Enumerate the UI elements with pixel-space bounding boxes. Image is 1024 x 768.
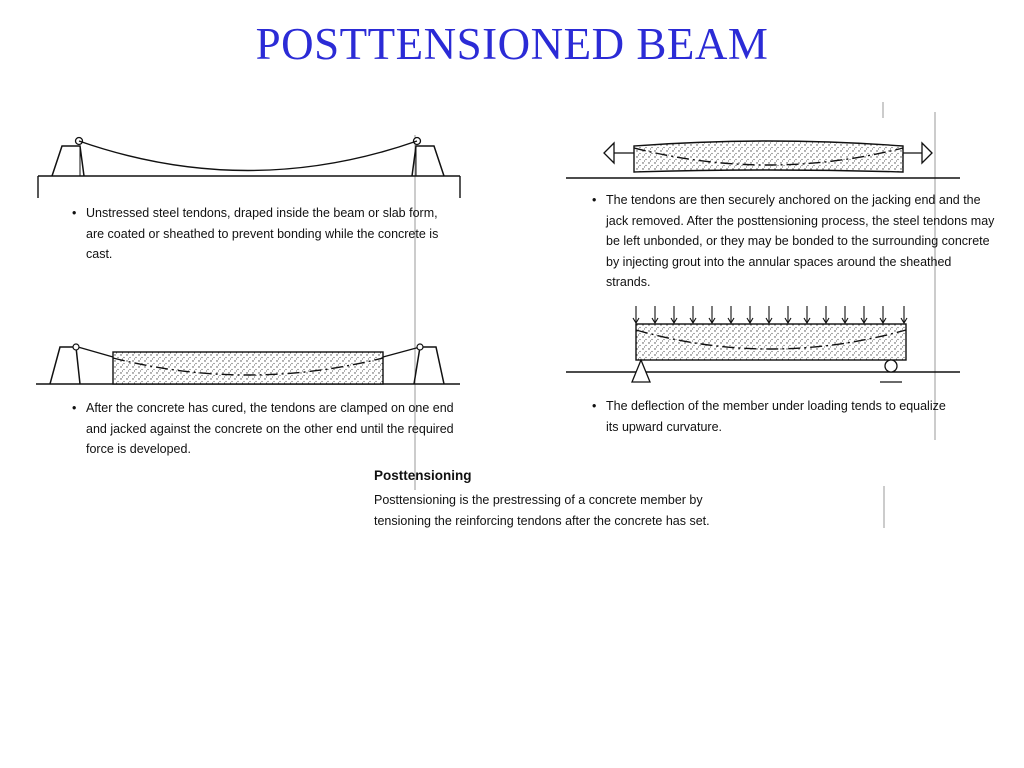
definition-body: Posttensioning is the prestressing of a … [374,493,710,528]
bullet-icon: • [592,193,597,207]
step-3-text: The tendons are then securely anchored o… [606,193,995,289]
diagram-loaded-beam [566,306,960,383]
definition-heading: Posttensioning [374,468,472,483]
step-2-text: After the concrete has cured, the tendon… [86,401,454,456]
step-1-text: Unstressed steel tendons, draped inside … [86,206,439,261]
diagram-anchored-beam [566,140,960,179]
step-1-caption: • Unstressed steel tendons, draped insid… [72,203,451,265]
bullet-icon: • [72,401,77,415]
step-3-caption: • The tendons are then securely anchored… [592,190,996,293]
step-4-caption: • The deflection of the member under loa… [592,396,961,437]
bullet-icon: • [592,399,597,413]
page-title: POSTTENSIONED BEAM [255,19,769,69]
diagram-draped-tendon [37,136,461,198]
step-2-caption: • After the concrete has cured, the tend… [72,398,471,460]
bullet-icon: • [72,206,77,220]
step-4-text: The deflection of the member under loadi… [606,399,946,434]
diagram-jacked-tendon [36,343,460,385]
